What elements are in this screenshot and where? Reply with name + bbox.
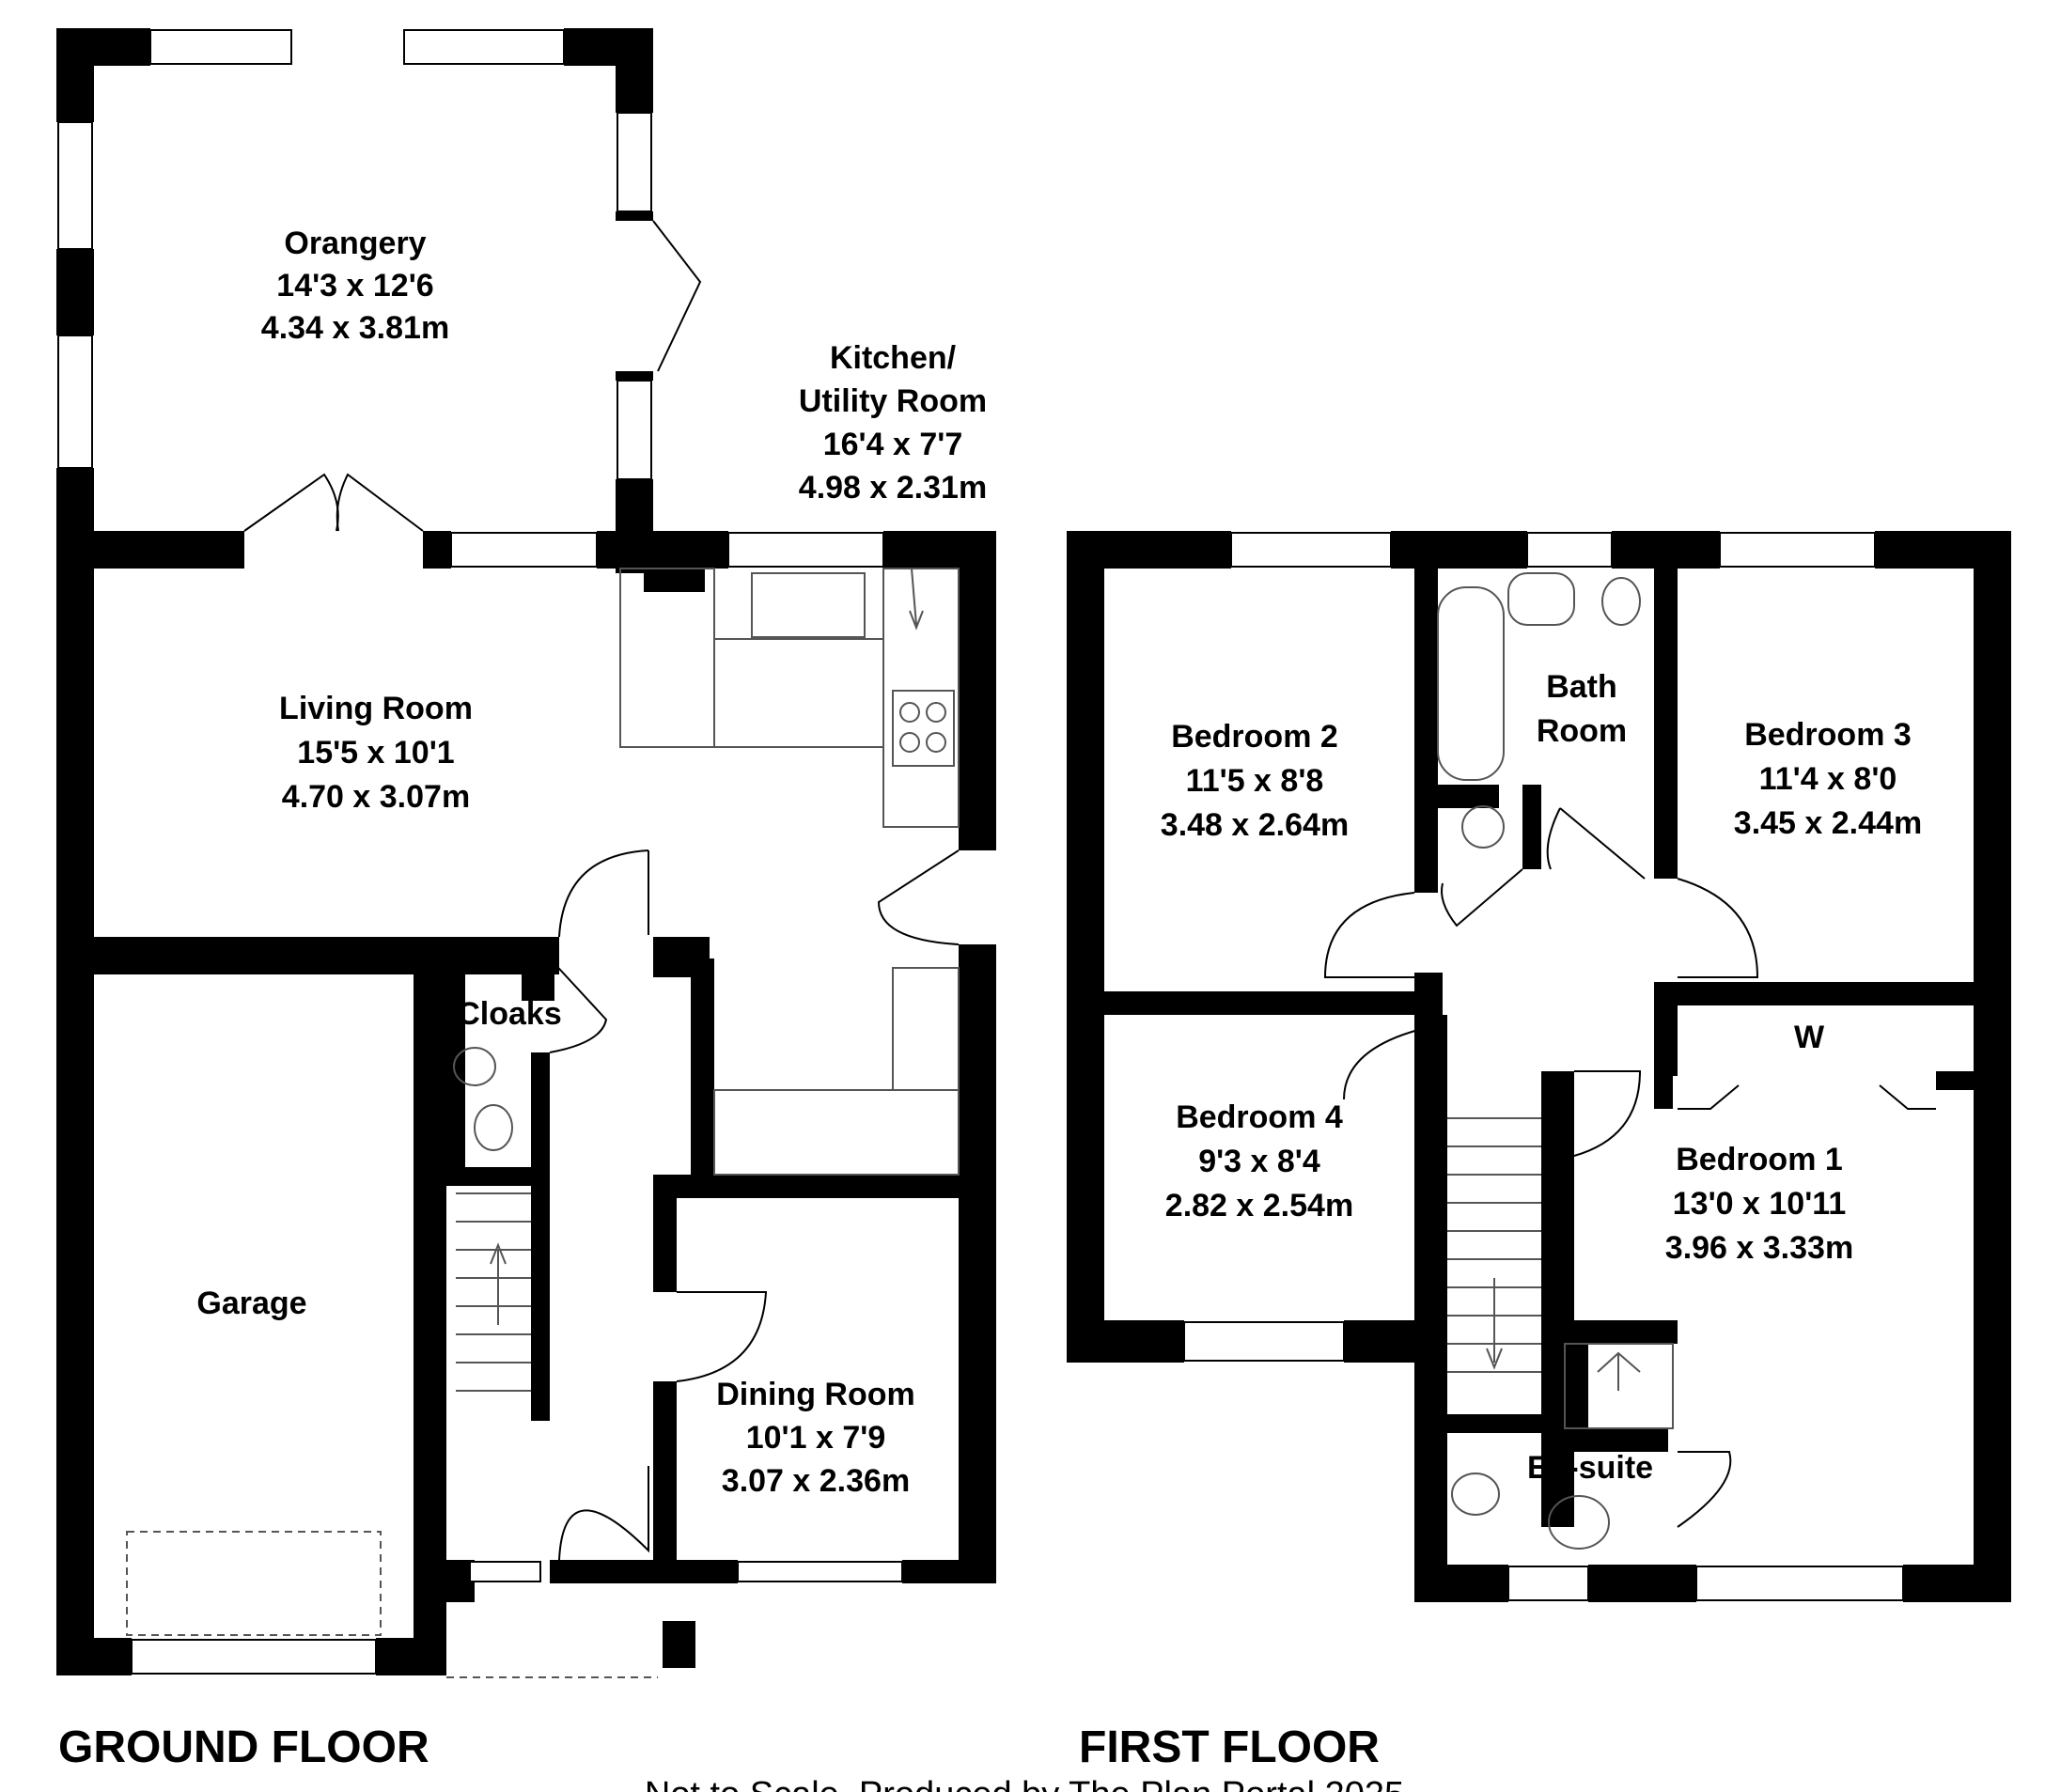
- first-floor-doors: [1323, 807, 1936, 1528]
- ensuite-label: En-suite: [1527, 1450, 1653, 1486]
- bedroom-3-metric: 3.45 x 2.44m: [1734, 805, 1922, 841]
- kitchen-metric: 4.98 x 2.31m: [799, 470, 987, 506]
- bedroom-3-label: Bedroom 3 11'4 x 8'0 3.45 x 2.44m: [1734, 717, 1922, 841]
- first-floor-walls: [1067, 531, 2011, 1602]
- first-floor-windows: [1183, 532, 1904, 1601]
- orangery-imperial: 14'3 x 12'6: [276, 268, 433, 304]
- bedroom-2-imperial: 11'5 x 8'8: [1186, 763, 1324, 799]
- bedroom-4-name: Bedroom 4: [1176, 1099, 1343, 1135]
- dining-room-label: Dining Room 10'1 x 7'9 3.07 x 2.36m: [716, 1377, 915, 1499]
- kitchen-name-line2: Utility Room: [799, 383, 987, 419]
- living-room-metric: 4.70 x 3.07m: [282, 779, 470, 815]
- bedroom-2-name: Bedroom 2: [1171, 719, 1338, 755]
- dining-room-metric: 3.07 x 2.36m: [722, 1463, 910, 1499]
- living-room-label: Living Room 15'5 x 10'1 4.70 x 3.07m: [279, 691, 473, 815]
- dining-room-name: Dining Room: [716, 1377, 915, 1412]
- bedroom-4-label: Bedroom 4 9'3 x 8'4 2.82 x 2.54m: [1165, 1099, 1353, 1223]
- kitchen-name-line1: Kitchen/: [830, 340, 957, 376]
- kitchen-imperial: 16'4 x 7'7: [823, 427, 963, 462]
- bedroom-1-imperial: 13'0 x 10'11: [1673, 1186, 1846, 1222]
- bathroom-name-line2: Room: [1537, 713, 1627, 749]
- ground-floor-fixtures: [126, 568, 960, 1678]
- orangery-metric: 4.34 x 3.81m: [261, 310, 449, 346]
- living-room-imperial: 15'5 x 10'1: [297, 735, 454, 771]
- first-floor-title: FIRST FLOOR: [1079, 1722, 1380, 1772]
- ground-floor-walls: [56, 28, 996, 1675]
- ground-floor-windows: [57, 29, 903, 1675]
- bedroom-3-name: Bedroom 3: [1744, 717, 1912, 753]
- bedroom-1-metric: 3.96 x 3.33m: [1665, 1230, 1853, 1266]
- first-floor-fixtures: [1437, 572, 1674, 1550]
- cloaks-label: Cloaks: [457, 996, 562, 1032]
- orangery-name: Orangery: [284, 226, 426, 261]
- bedroom-1-name: Bedroom 1: [1676, 1142, 1843, 1177]
- bathroom-label: Bath Room: [1537, 669, 1627, 749]
- bedroom-3-imperial: 11'4 x 8'0: [1759, 761, 1897, 797]
- bedroom-4-metric: 2.82 x 2.54m: [1165, 1188, 1353, 1223]
- garage-label: Garage: [196, 1286, 306, 1321]
- scale-disclaimer: Not to Scale. Produced by The Plan Porta…: [645, 1775, 1404, 1792]
- bedroom-4-imperial: 9'3 x 8'4: [1198, 1144, 1320, 1179]
- bedroom-2-label: Bedroom 2 11'5 x 8'8 3.48 x 2.64m: [1161, 719, 1349, 843]
- ground-floor-doors: [243, 220, 960, 1561]
- bedroom-2-metric: 3.48 x 2.64m: [1161, 807, 1349, 843]
- kitchen-label: Kitchen/ Utility Room 16'4 x 7'7 4.98 x …: [799, 340, 987, 506]
- orangery-label: Orangery 14'3 x 12'6 4.34 x 3.81m: [261, 226, 449, 346]
- wardrobe-label: W: [1794, 1020, 1825, 1055]
- bedroom-1-label: Bedroom 1 13'0 x 10'11 3.96 x 3.33m: [1665, 1142, 1853, 1266]
- living-room-name: Living Room: [279, 691, 473, 726]
- ground-floor-title: GROUND FLOOR: [58, 1722, 429, 1772]
- dining-room-imperial: 10'1 x 7'9: [746, 1420, 886, 1456]
- bathroom-name-line1: Bath: [1546, 669, 1617, 705]
